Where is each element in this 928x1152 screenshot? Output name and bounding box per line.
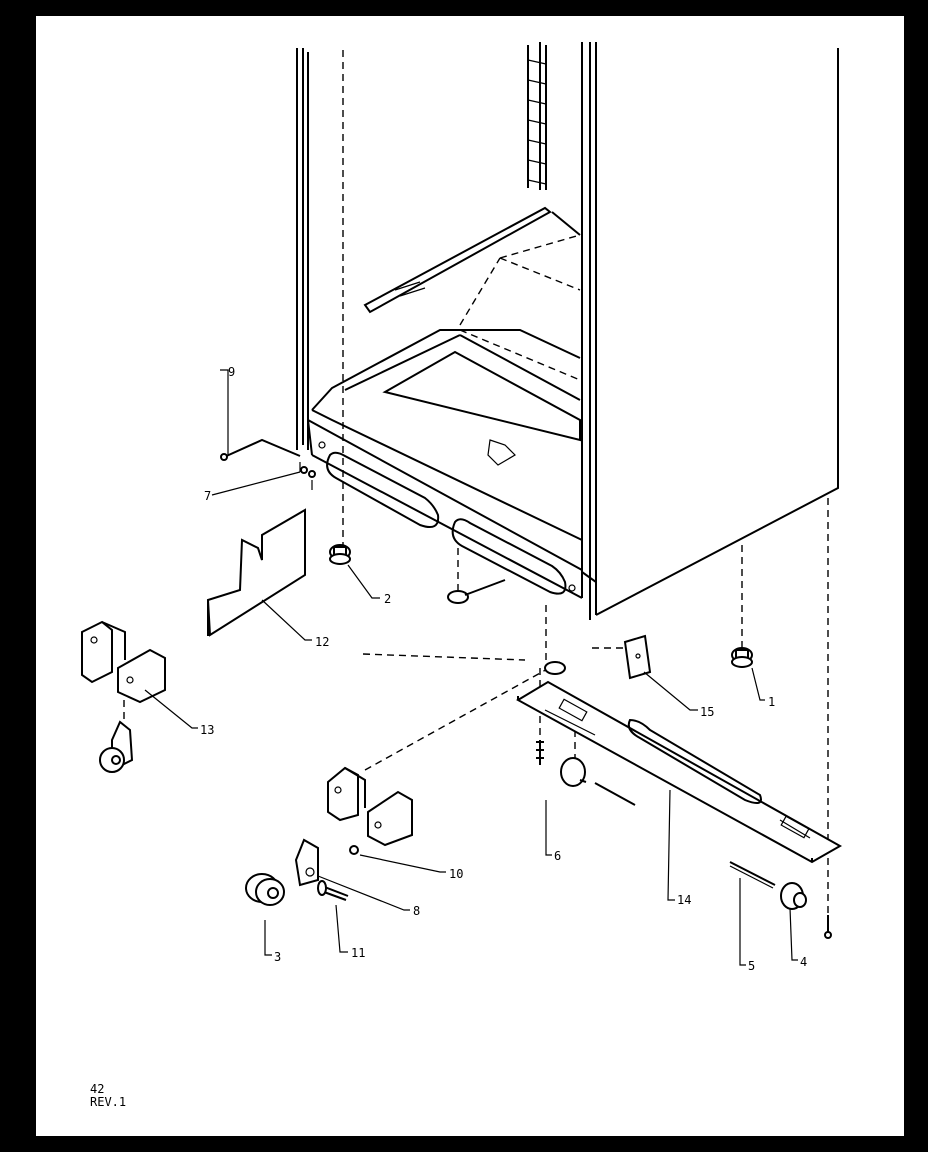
callout-1: 1 [768, 695, 775, 709]
callout-11: 11 [351, 946, 365, 960]
callout-14: 14 [677, 893, 691, 907]
roller-left [99, 720, 134, 773]
leveling-leg-1 [731, 647, 753, 668]
screw-10 [349, 845, 359, 855]
screw-9 [220, 438, 301, 461]
screw-6 [536, 740, 544, 765]
callout-2: 2 [384, 592, 391, 606]
callout-6: 6 [554, 849, 561, 863]
roller-bracket-13 [81, 620, 166, 704]
page-number: 42 [90, 1082, 105, 1096]
pin-5 [729, 861, 776, 889]
bracket-15 [623, 634, 652, 680]
callout-labels: 1 2 3 4 5 6 7 8 9 10 11 12 13 14 15 [200, 365, 807, 973]
callout-9: 9 [228, 365, 235, 379]
cabinet-body [296, 42, 839, 620]
axle-pin-11 [317, 880, 349, 901]
callout-3: 3 [274, 950, 281, 964]
screw-right-bottom [824, 915, 832, 939]
screw-7 [300, 466, 316, 478]
callout-7: 7 [204, 489, 211, 503]
callout-leaders [144, 369, 798, 966]
roller-bracket-center [327, 766, 413, 847]
callout-15: 15 [700, 705, 714, 719]
callout-5: 5 [748, 959, 755, 973]
diagram-paper [36, 16, 904, 1136]
leveling-leg-2 [329, 544, 351, 565]
insulation-panel-12 [206, 508, 306, 637]
callout-12: 12 [315, 635, 329, 649]
revision-label: REV.1 [90, 1095, 127, 1109]
roller-wheel-3 [245, 873, 285, 906]
kick-plate-14 [515, 680, 843, 864]
callout-8: 8 [413, 904, 420, 918]
roller-4 [780, 882, 807, 910]
callout-4: 4 [800, 955, 807, 969]
callout-10: 10 [449, 867, 463, 881]
leveling-leg-center [447, 579, 566, 675]
roller-bracket-8 [294, 838, 319, 887]
roller-center [560, 757, 636, 806]
callout-13: 13 [200, 723, 214, 737]
